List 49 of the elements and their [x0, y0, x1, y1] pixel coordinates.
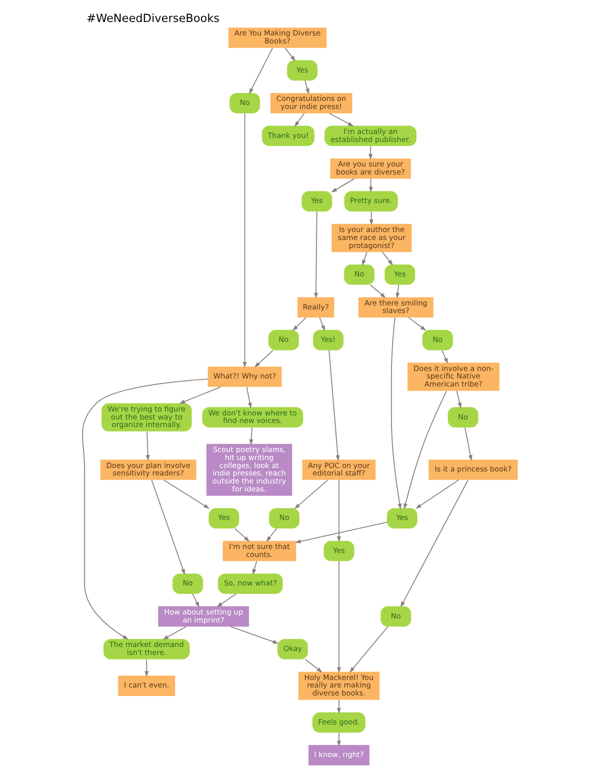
arrow [284, 48, 296, 62]
arrow [464, 427, 472, 461]
arrow [319, 317, 325, 332]
arrow [382, 252, 394, 266]
arrow [416, 480, 460, 509]
arrow [192, 593, 200, 608]
arrow [254, 350, 274, 368]
arrow [390, 317, 402, 510]
arrow [368, 146, 373, 160]
arrow [179, 386, 222, 404]
arrow [336, 732, 341, 746]
arrow [331, 178, 355, 192]
arrow [400, 480, 468, 608]
arrow [362, 252, 368, 266]
arrow [144, 658, 149, 677]
arrow [249, 427, 254, 446]
arrow [230, 626, 279, 644]
arrow [246, 386, 252, 408]
arrow [336, 700, 341, 714]
arrow [216, 593, 237, 608]
arrow [370, 284, 386, 298]
arrow [146, 431, 150, 461]
arrow [151, 480, 185, 575]
arrow [252, 560, 258, 575]
arrow [82, 378, 208, 640]
arrow [336, 480, 341, 542]
arrow [328, 350, 340, 461]
arrow [242, 113, 247, 368]
diagram-title: #WeNeedDiverseBooks [86, 12, 220, 25]
arrow [408, 317, 426, 331]
arrow [349, 626, 388, 673]
arrow [162, 626, 187, 640]
arrow [163, 480, 210, 509]
arrow [336, 560, 341, 674]
arrow [292, 317, 306, 331]
arrow [304, 658, 322, 673]
arrow [266, 528, 278, 542]
arrow [442, 350, 448, 364]
arrow [249, 48, 273, 94]
arrow [396, 284, 400, 299]
arrow [294, 112, 305, 127]
arrow [304, 80, 310, 94]
arrow [294, 522, 388, 544]
arrow [234, 528, 250, 542]
arrow [314, 211, 318, 298]
arrow [404, 390, 448, 510]
arrow [294, 480, 328, 509]
arrow [456, 390, 462, 408]
arrow [328, 112, 354, 126]
